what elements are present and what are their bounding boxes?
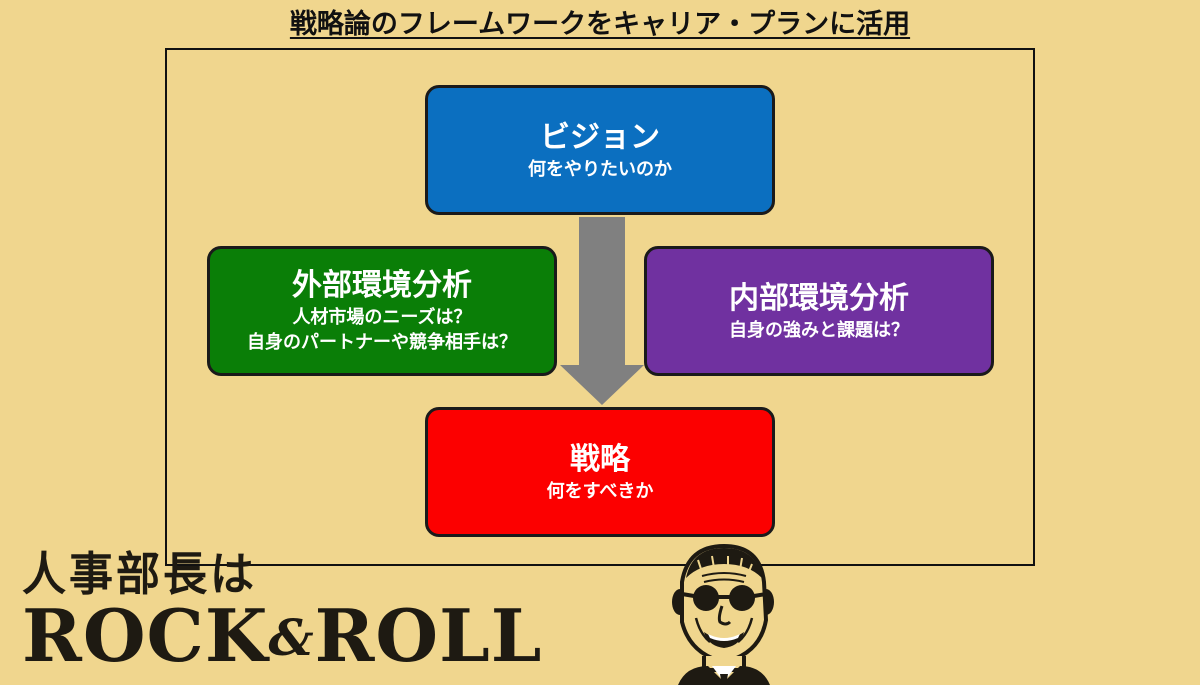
external-analysis-box: 外部環境分析 人材市場のニーズは？ 自身のパートナーや競争相手は？ xyxy=(207,246,557,376)
logo-rock: ROCK xyxy=(22,593,269,678)
diagram-frame xyxy=(165,48,1035,566)
diagram-title: 戦略論のフレームワークをキャリア・プランに活用 xyxy=(289,9,911,40)
internal-analysis-box: 内部環境分析 自身の強みと課題は？ xyxy=(644,246,994,376)
internal-analysis-line-1: 自身の強みと課題は？ xyxy=(729,319,909,341)
external-analysis-heading: 外部環境分析 xyxy=(292,268,472,303)
strategy-heading: 戦略 xyxy=(570,441,630,477)
vision-box: ビジョン 何をやりたいのか xyxy=(425,85,775,215)
site-logo: 人事部長は ROCK&ROLL xyxy=(22,548,542,676)
strategy-description: 何をすべきか xyxy=(546,480,654,502)
portrait-illustration-icon xyxy=(672,543,774,685)
strategy-box: 戦略 何をすべきか xyxy=(425,407,775,537)
external-analysis-line-1: 人材市場のニーズは？ xyxy=(292,307,472,328)
external-analysis-line-2: 自身のパートナーや競争相手は？ xyxy=(247,332,517,353)
internal-analysis-heading: 内部環境分析 xyxy=(729,280,909,316)
vision-description: 何をやりたいのか xyxy=(528,158,672,180)
logo-roll: ROLL xyxy=(314,593,543,678)
down-arrow-icon xyxy=(560,217,644,405)
vision-heading: ビジョン xyxy=(540,119,660,155)
logo-japanese-text: 人事部長は xyxy=(22,548,257,602)
logo-ampersand: & xyxy=(268,608,315,667)
logo-english-text: ROCK&ROLL xyxy=(22,598,542,676)
